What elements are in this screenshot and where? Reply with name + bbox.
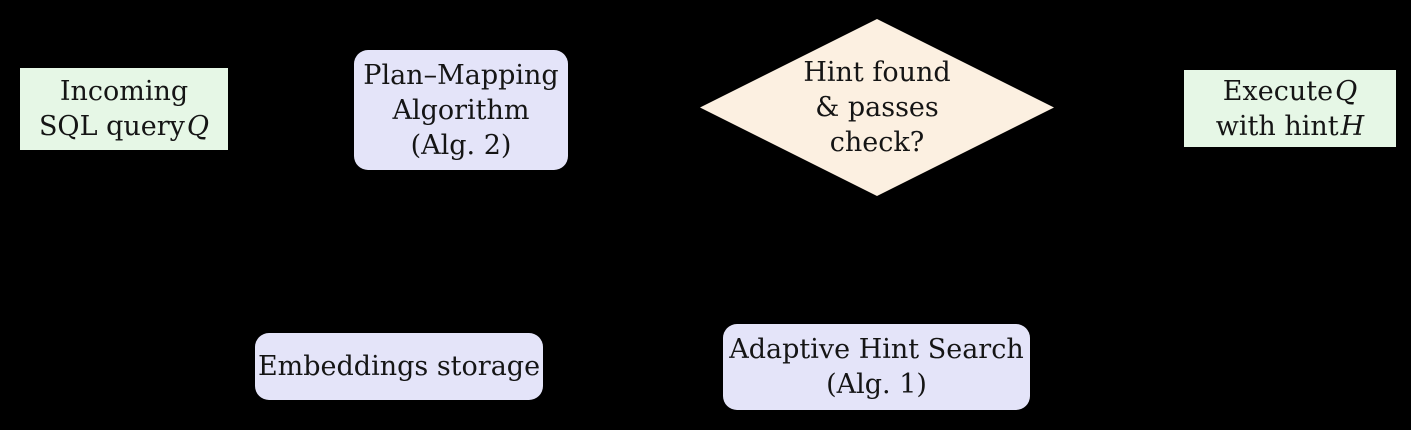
node-label-text: SQL query (38, 111, 185, 142)
execute-query-node: ExecuteQ with hintH (1184, 70, 1396, 147)
query-variable: Q (186, 111, 210, 142)
node-label-line: with hintH (1216, 109, 1364, 144)
node-label-line: ExecuteQ (1223, 74, 1357, 109)
embeddings-storage-node: Embeddings storage (255, 333, 543, 400)
hint-check-decision-diamond: Hint found & passes check? (700, 19, 1054, 196)
query-variable: Q (1335, 75, 1358, 107)
node-label-line: check? (829, 127, 925, 158)
node-label-line: (Alg. 1) (826, 369, 927, 400)
node-label-line: Incoming (59, 76, 189, 107)
adaptive-hint-search-node: Adaptive Hint Search (Alg. 1) (723, 324, 1030, 410)
node-label-line: Algorithm (392, 94, 530, 126)
node-label-line: Hint found (803, 57, 951, 88)
node-label-text: with hint (1215, 110, 1339, 142)
node-label-line: (Alg. 2) (410, 129, 512, 161)
node-label-text: Execute (1222, 75, 1334, 107)
node-label-line: Adaptive Hint Search (729, 334, 1024, 365)
node-label-line: Plan–Mapping (363, 59, 559, 91)
incoming-sql-query-node: Incoming SQL queryQ (20, 68, 228, 150)
node-label-line: & passes (815, 92, 939, 123)
hint-variable: H (1340, 110, 1365, 142)
node-label-line: SQL queryQ (39, 109, 209, 144)
plan-mapping-algorithm-node: Plan–Mapping Algorithm (Alg. 2) (354, 50, 568, 170)
node-label-line: Embeddings storage (257, 351, 541, 382)
